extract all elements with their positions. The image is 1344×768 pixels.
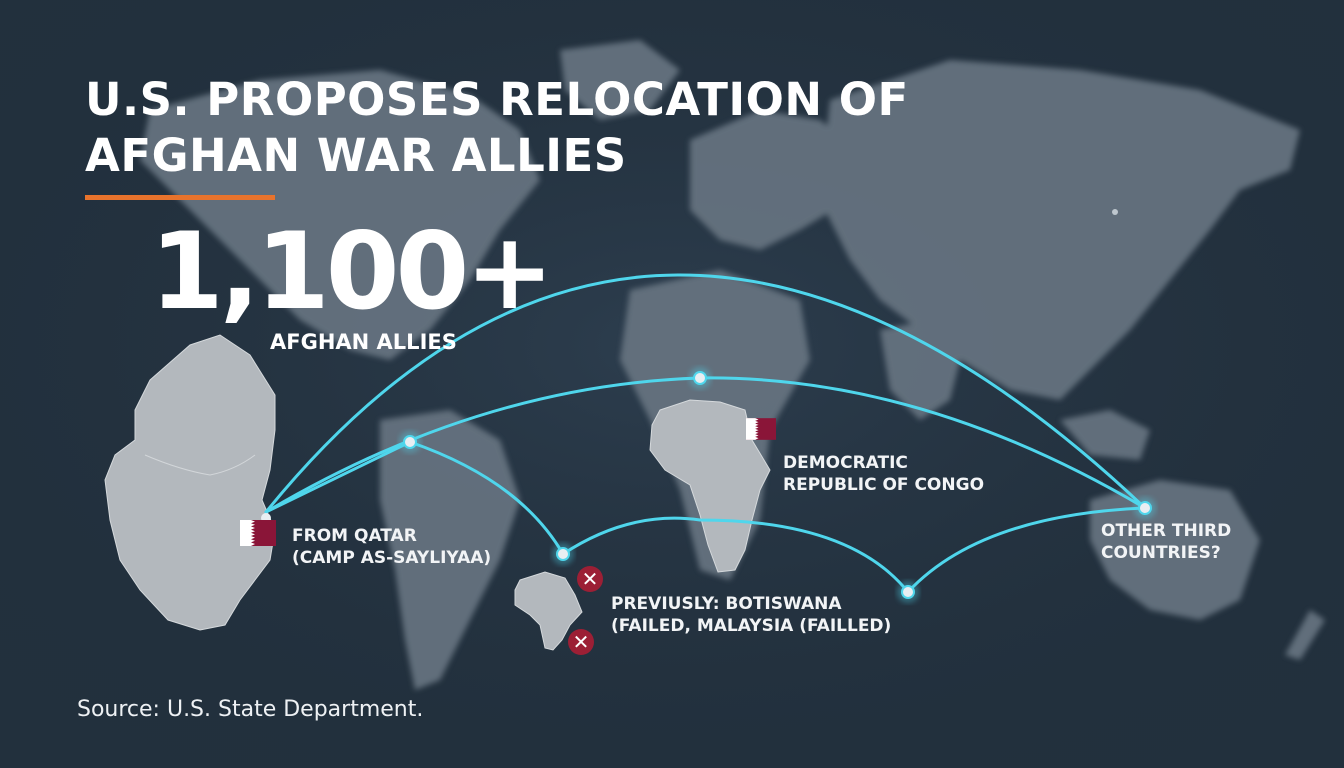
previous-attempts-label: PREVIUSLY: BOTISWANA (FAILED, MALAYSIA (… [611, 594, 892, 636]
stat-value: 1,100+ [150, 210, 554, 333]
origin-label: FROM QATAR (CAMP AS-SAYLIYAA) [292, 526, 492, 568]
title-line-2: AFGHAN WAR ALLIES [85, 129, 627, 182]
qatar-flag-icon [240, 520, 276, 546]
africa-map [649, 399, 771, 573]
stat-label: AFGHAN ALLIES [270, 330, 457, 354]
qatar-map [104, 334, 276, 631]
page-title: U.S. PROPOSES RELOCATION OF AFGHAN WAR A… [85, 72, 909, 184]
africa-small-map [514, 571, 583, 651]
continents [140, 40, 1325, 690]
x-icon: ✕ [577, 566, 603, 592]
source-caption: Source: U.S. State Department. [77, 697, 424, 722]
route-nodes [261, 209, 1156, 603]
other-countries-label: OTHER THIRD COUNTRIES? [1101, 521, 1232, 563]
title-underline [85, 195, 275, 200]
destination-label: DEMOCRATIC REPUBLIC OF CONGO [783, 453, 985, 495]
x-icon: ✕ [568, 629, 594, 655]
title-line-1: U.S. PROPOSES RELOCATION OF [85, 73, 909, 126]
qatar-flag-icon [746, 418, 776, 440]
